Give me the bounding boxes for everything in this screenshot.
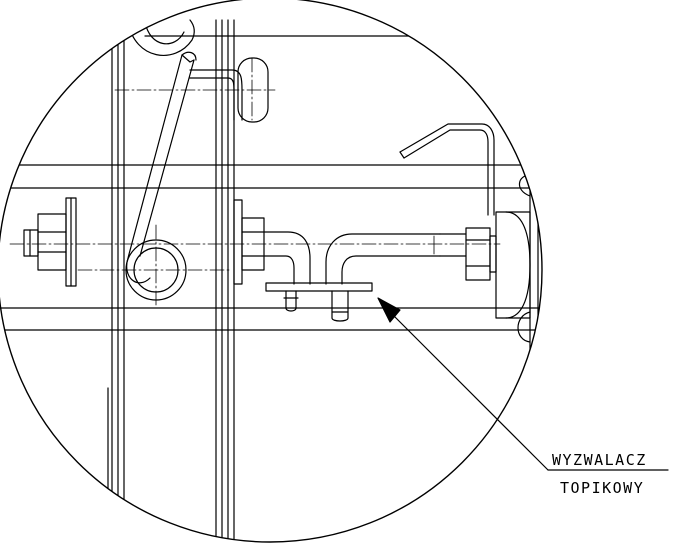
callout-leader xyxy=(377,297,669,471)
left-l-rod xyxy=(263,231,311,285)
callout-label-line1: WYZWALACZ xyxy=(552,451,647,469)
centerlines xyxy=(9,57,501,306)
top-hook xyxy=(189,57,269,123)
fusible-trigger-plate xyxy=(265,282,373,292)
plate-pins xyxy=(283,290,349,322)
callout-label-line2: TOPIKOWY xyxy=(560,479,645,497)
right-bracket xyxy=(495,174,531,343)
middle-nut-assembly xyxy=(233,199,265,285)
right-l-rod xyxy=(325,233,441,285)
pivot-pin xyxy=(125,239,187,301)
vertical-frame-lines xyxy=(107,19,235,542)
left-bolt-assembly xyxy=(23,197,77,287)
top-arc-bracket xyxy=(127,19,195,56)
detail-circle xyxy=(0,0,543,543)
horizontal-frame-lines xyxy=(0,35,542,331)
right-nut-assembly xyxy=(465,227,497,281)
threaded-rod xyxy=(433,233,467,257)
top-right-lever xyxy=(399,123,495,216)
